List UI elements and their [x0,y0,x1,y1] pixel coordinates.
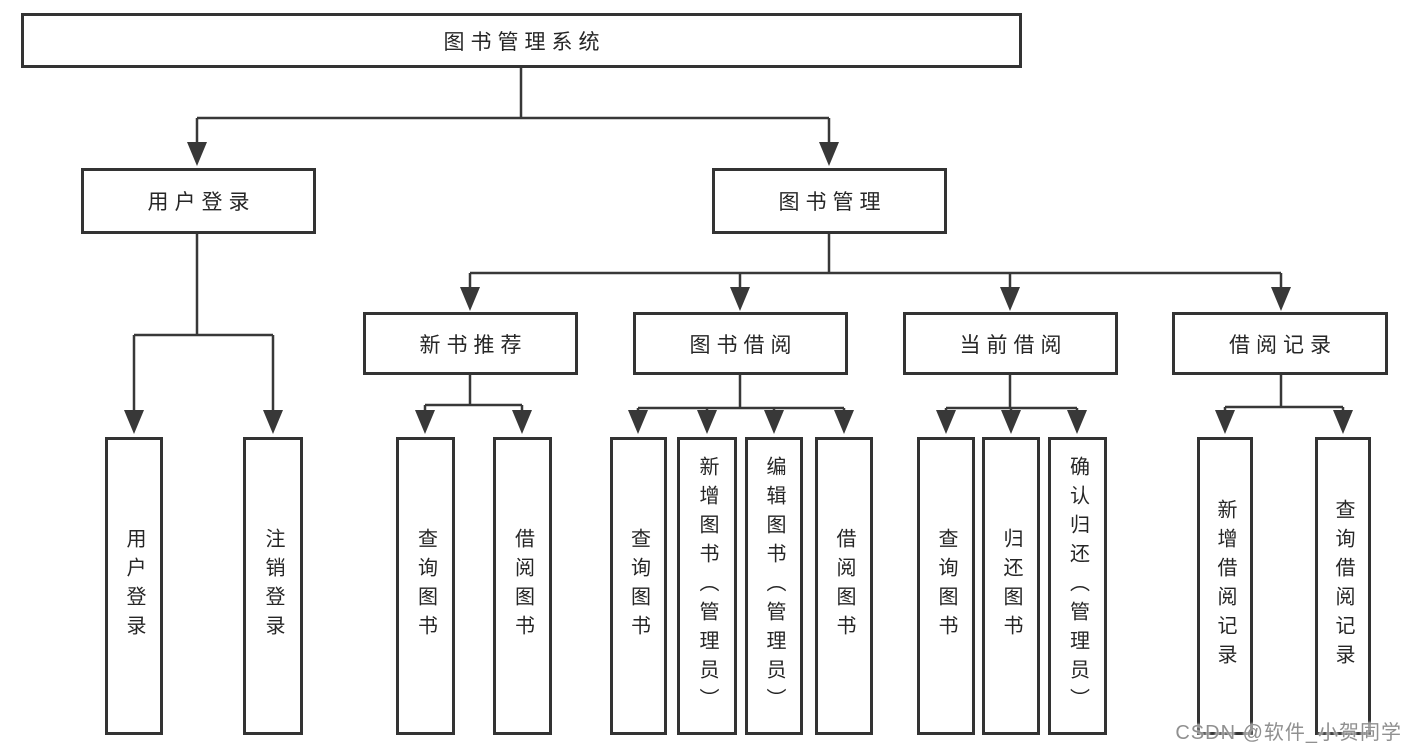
leaf-user-login: 用户登录 [105,437,163,735]
leaf-edit-book-admin: 编辑图书（管理员） [745,437,803,735]
node-label: 查询图书 [414,528,437,644]
node-label: 用户登录 [147,191,256,214]
node-label: 归还图书 [1000,528,1022,644]
leaf-borrow-books-recommend: 借阅图书 [493,437,552,735]
node-label: 确认归还（管理员） [1066,455,1089,717]
leaf-query-borrow-record: 查询借阅记录 [1315,437,1371,735]
csdn-watermark: CSDN @软件_小贺同学 [1175,722,1402,744]
node-user-login-group: 用户登录 [81,168,316,234]
arrowheads [124,142,1353,434]
node-label: 图书管理系统 [443,30,606,54]
node-label: 图书管理 [778,191,887,214]
node-label: 用户登录 [123,528,145,644]
node-label: 新书推荐 [419,333,528,357]
node-new-book-recommendation: 新书推荐 [363,312,578,375]
node-current-borrowing: 当前借阅 [903,312,1118,375]
node-label: 新增图书（管理员） [696,455,718,717]
leaf-return-book: 归还图书 [982,437,1040,735]
node-label: 查询图书 [935,528,957,644]
node-label: 借阅图书 [833,528,855,644]
node-book-management: 图书管理 [712,168,947,234]
node-label: 查询图书 [627,528,650,644]
node-book-borrowing: 图书借阅 [633,312,848,375]
leaf-confirm-return-admin: 确认归还（管理员） [1048,437,1107,735]
node-borrowing-records: 借阅记录 [1172,312,1388,375]
leaf-add-borrow-record: 新增借阅记录 [1197,437,1253,735]
leaf-query-books-borrowing: 查询图书 [610,437,667,735]
node-label: 借阅记录 [1229,333,1337,357]
node-label: 注销登录 [262,528,284,644]
node-label: 当前借阅 [959,333,1068,357]
node-label: 查询借阅记录 [1332,499,1354,673]
node-label: 新增借阅记录 [1214,499,1236,673]
node-library-management-system: 图书管理系统 [21,13,1022,68]
leaf-logout: 注销登录 [243,437,303,735]
leaf-borrow-books-borrowing: 借阅图书 [815,437,873,735]
leaf-query-books-recommend: 查询图书 [396,437,455,735]
node-label: 编辑图书（管理员） [763,455,785,717]
leaf-add-book-admin: 新增图书（管理员） [677,437,737,735]
leaf-query-books-current: 查询图书 [917,437,975,735]
node-label: 图书借阅 [689,333,798,357]
node-label: 借阅图书 [511,528,534,644]
